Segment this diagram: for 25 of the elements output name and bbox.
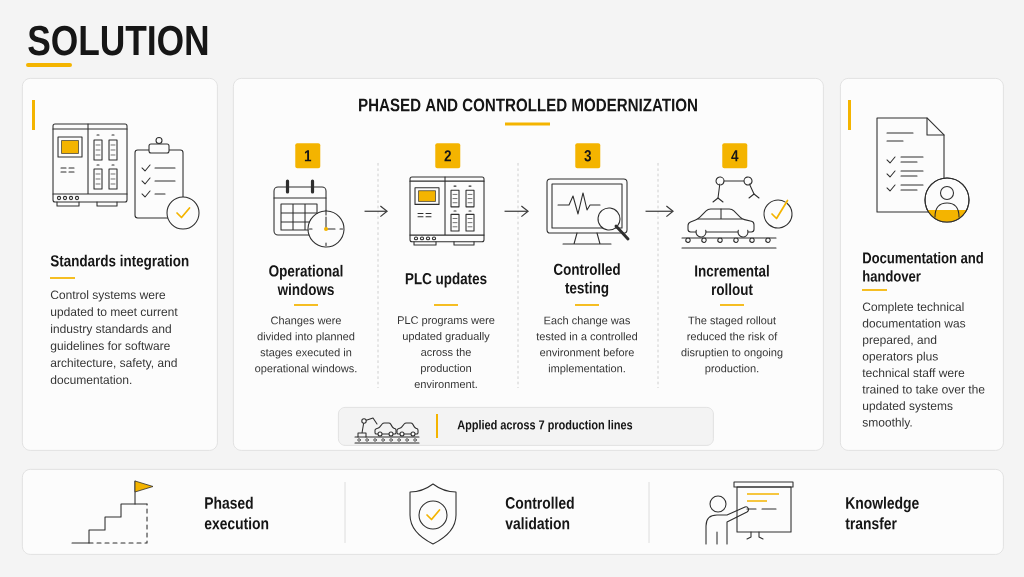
- arrow: [503, 205, 529, 218]
- heading: PHASED AND CONTROLLED MODERNIZATION: [359, 98, 697, 112]
- title: SOLUTION: [28, 25, 208, 56]
- number-badge: 1: [295, 143, 321, 169]
- number-badge: 3: [575, 143, 601, 169]
- heading: Knowledge transfer: [845, 496, 919, 530]
- number-badge: 4: [722, 143, 748, 169]
- banner-text: Applied across 7 production lines: [457, 419, 633, 433]
- heading: Incremental rollout: [695, 264, 769, 296]
- heading: Controlled testing: [553, 263, 620, 297]
- heading: Standards integration: [50, 254, 189, 270]
- heading: Phased execution: [204, 496, 269, 530]
- description: Each change was tested in a controlled environment before implementation.: [536, 316, 638, 375]
- arrow: [644, 205, 674, 218]
- description: The staged rollout reduced the risk of disruptien to ongoing production.: [681, 316, 783, 375]
- description: Complete technical documentation was prepared, and operators plus technical staff were trained to take over the updated systems smoothly.: [862, 302, 985, 429]
- description: Changes were divided into planned stages executed in operational windows.: [255, 316, 357, 375]
- description: Control systems were updated to meet current industry standards and guidelines for software architecture, safety, and documentation.: [50, 290, 178, 385]
- number-badge: 2: [435, 143, 461, 169]
- heading: Documentation and handover: [863, 252, 983, 282]
- description: PLC programs were updated gradually across the production environment.: [398, 316, 495, 389]
- heading: PLC updates: [405, 272, 487, 288]
- heading: Operational windows: [269, 264, 343, 296]
- arrow: [363, 205, 388, 218]
- heading: Controlled validation: [505, 496, 574, 530]
